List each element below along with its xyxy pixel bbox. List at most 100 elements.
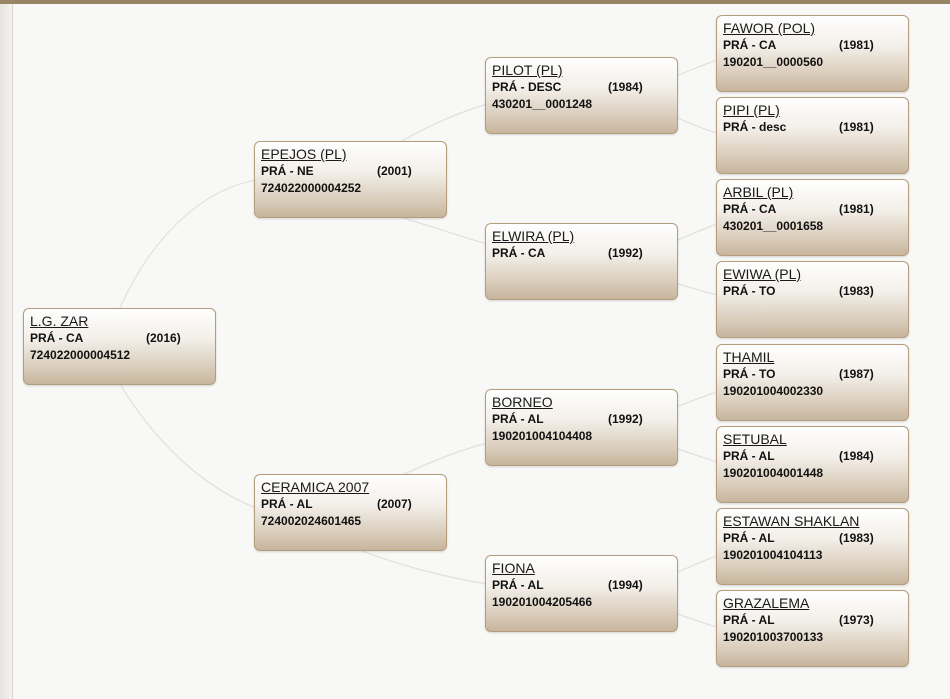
registration-number: 190201004002330 bbox=[723, 384, 824, 398]
connector-dam-damsire bbox=[399, 442, 488, 477]
horse-name-link[interactable]: ESTAWAN SHAKLAN bbox=[723, 513, 860, 529]
birth-year: (1983) bbox=[839, 531, 874, 545]
horse-card-sire-dam[interactable]: ELWIRA (PL) PRÁ - CA (1992) bbox=[485, 223, 678, 300]
birth-year: (1992) bbox=[608, 412, 643, 426]
birth-year: (1983) bbox=[839, 284, 874, 298]
horse-card-dam[interactable]: CERAMICA 2007 PRÁ - AL (2007) 7240020246… bbox=[254, 474, 447, 551]
breed-label: PRÁ - CA bbox=[723, 38, 777, 52]
horse-name-link[interactable]: BORNEO bbox=[492, 394, 553, 410]
registration-number: 724002024601465 bbox=[261, 514, 362, 528]
registration-number: 190201004205466 bbox=[492, 595, 593, 609]
registration-number: 430201__0001658 bbox=[723, 219, 824, 233]
birth-year: (1987) bbox=[839, 367, 874, 381]
horse-card-ggp-4[interactable]: EWIWA (PL) PRÁ - TO (1983) bbox=[716, 261, 909, 338]
birth-year: (1992) bbox=[608, 246, 643, 260]
breed-year-row: PRÁ - AL (1983) bbox=[723, 530, 902, 547]
connector-ggp-2 bbox=[677, 117, 718, 134]
breed-label: PRÁ - AL bbox=[261, 497, 313, 511]
breed-label: PRÁ - TO bbox=[723, 367, 776, 381]
connector-ggp-1 bbox=[677, 59, 718, 76]
horse-name-link[interactable]: GRAZALEMA bbox=[723, 595, 810, 611]
breed-year-row: PRÁ - AL (2007) bbox=[261, 496, 440, 513]
registration-number: 190201004104408 bbox=[492, 429, 593, 443]
horse-name-link[interactable]: ARBIL (PL) bbox=[723, 184, 794, 200]
horse-card-ggp-7[interactable]: ESTAWAN SHAKLAN PRÁ - AL (1983) 19020100… bbox=[716, 508, 909, 585]
breed-year-row: PRÁ - TO (1987) bbox=[723, 366, 902, 383]
breed-year-row: PRÁ - AL (1984) bbox=[723, 448, 902, 465]
horse-name-link[interactable]: FIONA bbox=[492, 560, 535, 576]
horse-card-dam-dam[interactable]: FIONA PRÁ - AL (1994) 190201004205466 bbox=[485, 555, 678, 632]
connector-sire-siredam bbox=[399, 216, 488, 245]
breed-year-row: PRÁ - CA (1981) bbox=[723, 201, 902, 218]
birth-year: (1984) bbox=[839, 449, 874, 463]
breed-year-row: PRÁ - AL (1973) bbox=[723, 612, 902, 629]
breed-label: PRÁ - CA bbox=[723, 202, 777, 216]
horse-name-link[interactable]: SETUBAL bbox=[723, 431, 787, 447]
breed-year-row: PRÁ - CA (1992) bbox=[492, 245, 671, 262]
horse-name-link[interactable]: L.G. ZAR bbox=[30, 313, 89, 329]
registration-number: 190201004104113 bbox=[723, 548, 823, 562]
horse-name-link[interactable]: PILOT (PL) bbox=[492, 62, 563, 78]
connector-subject-sire bbox=[119, 179, 257, 309]
horse-card-sire[interactable]: EPEJOS (PL) PRÁ - NE (2001) 724022000004… bbox=[254, 141, 447, 218]
breed-year-row: PRÁ - CA (2016) bbox=[30, 330, 209, 347]
breed-label: PRÁ - NE bbox=[261, 164, 314, 178]
breed-year-row: PRÁ - desc (1981) bbox=[723, 119, 902, 136]
connector-ggp-4 bbox=[677, 283, 718, 296]
birth-year: (1981) bbox=[839, 202, 874, 216]
horse-card-ggp-3[interactable]: ARBIL (PL) PRÁ - CA (1981) 430201__00016… bbox=[716, 179, 909, 256]
horse-card-subject[interactable]: L.G. ZAR PRÁ - CA (2016) 724022000004512 bbox=[23, 308, 216, 385]
breed-label: PRÁ - AL bbox=[492, 578, 544, 592]
breed-label: PRÁ - CA bbox=[492, 246, 546, 260]
horse-name-link[interactable]: PIPI (PL) bbox=[723, 102, 780, 118]
horse-card-ggp-2[interactable]: PIPI (PL) PRÁ - desc (1981) bbox=[716, 97, 909, 174]
registration-number: 724022000004252 bbox=[261, 181, 362, 195]
breed-year-row: PRÁ - CA (1981) bbox=[723, 37, 902, 54]
horse-name-link[interactable]: FAWOR (POL) bbox=[723, 20, 816, 36]
registration-number: 190201__0000560 bbox=[723, 55, 824, 69]
breed-label: PRÁ - CA bbox=[30, 331, 84, 345]
breed-label: PRÁ - TO bbox=[723, 284, 776, 298]
left-scroll-gutter bbox=[0, 4, 13, 699]
connector-ggp-7 bbox=[677, 555, 718, 573]
horse-card-ggp-6[interactable]: SETUBAL PRÁ - AL (1984) 190201004001448 bbox=[716, 426, 909, 503]
horse-name-link[interactable]: CERAMICA 2007 bbox=[261, 479, 370, 495]
birth-year: (1994) bbox=[608, 578, 643, 592]
breed-year-row: PRÁ - DESC (1984) bbox=[492, 79, 671, 96]
registration-number: 190201003700133 bbox=[723, 630, 824, 644]
birth-year: (1984) bbox=[608, 80, 643, 94]
horse-card-ggp-8[interactable]: GRAZALEMA PRÁ - AL (1973) 19020100370013… bbox=[716, 590, 909, 667]
birth-year: (2001) bbox=[377, 164, 412, 178]
horse-card-ggp-1[interactable]: FAWOR (POL) PRÁ - CA (1981) 190201__0000… bbox=[716, 15, 909, 92]
horse-card-dam-sire[interactable]: BORNEO PRÁ - AL (1992) 190201004104408 bbox=[485, 389, 678, 466]
birth-year: (2007) bbox=[377, 497, 412, 511]
horse-name-link[interactable]: EWIWA (PL) bbox=[723, 266, 802, 282]
top-border bbox=[0, 0, 950, 4]
breed-label: PRÁ - AL bbox=[492, 412, 544, 426]
connector-ggp-8 bbox=[677, 613, 718, 628]
birth-year: (2016) bbox=[146, 331, 181, 345]
breed-label: PRÁ - AL bbox=[723, 613, 775, 627]
horse-name-link[interactable]: ELWIRA (PL) bbox=[492, 228, 575, 244]
connector-ggp-3 bbox=[677, 223, 718, 241]
connector-sire-siresire bbox=[399, 103, 488, 143]
birth-year: (1981) bbox=[839, 120, 874, 134]
horse-name-link[interactable]: THAMIL bbox=[723, 349, 775, 365]
breed-label: PRÁ - AL bbox=[723, 531, 775, 545]
connector-ggp-6 bbox=[677, 448, 718, 463]
breed-year-row: PRÁ - AL (1994) bbox=[492, 577, 671, 594]
connector-ggp-5 bbox=[677, 391, 718, 407]
connector-subject-dam bbox=[119, 383, 257, 509]
horse-card-ggp-5[interactable]: THAMIL PRÁ - TO (1987) 190201004002330 bbox=[716, 344, 909, 421]
breed-label: PRÁ - desc bbox=[723, 120, 787, 134]
horse-name-link[interactable]: EPEJOS (PL) bbox=[261, 146, 347, 162]
breed-label: PRÁ - DESC bbox=[492, 80, 562, 94]
breed-label: PRÁ - AL bbox=[723, 449, 775, 463]
breed-year-row: PRÁ - AL (1992) bbox=[492, 411, 671, 428]
horse-card-sire-sire[interactable]: PILOT (PL) PRÁ - DESC (1984) 430201__000… bbox=[485, 57, 678, 134]
connector-dam-damdam bbox=[359, 549, 488, 585]
birth-year: (1973) bbox=[839, 613, 874, 627]
registration-number: 724022000004512 bbox=[30, 348, 131, 362]
birth-year: (1981) bbox=[839, 38, 874, 52]
